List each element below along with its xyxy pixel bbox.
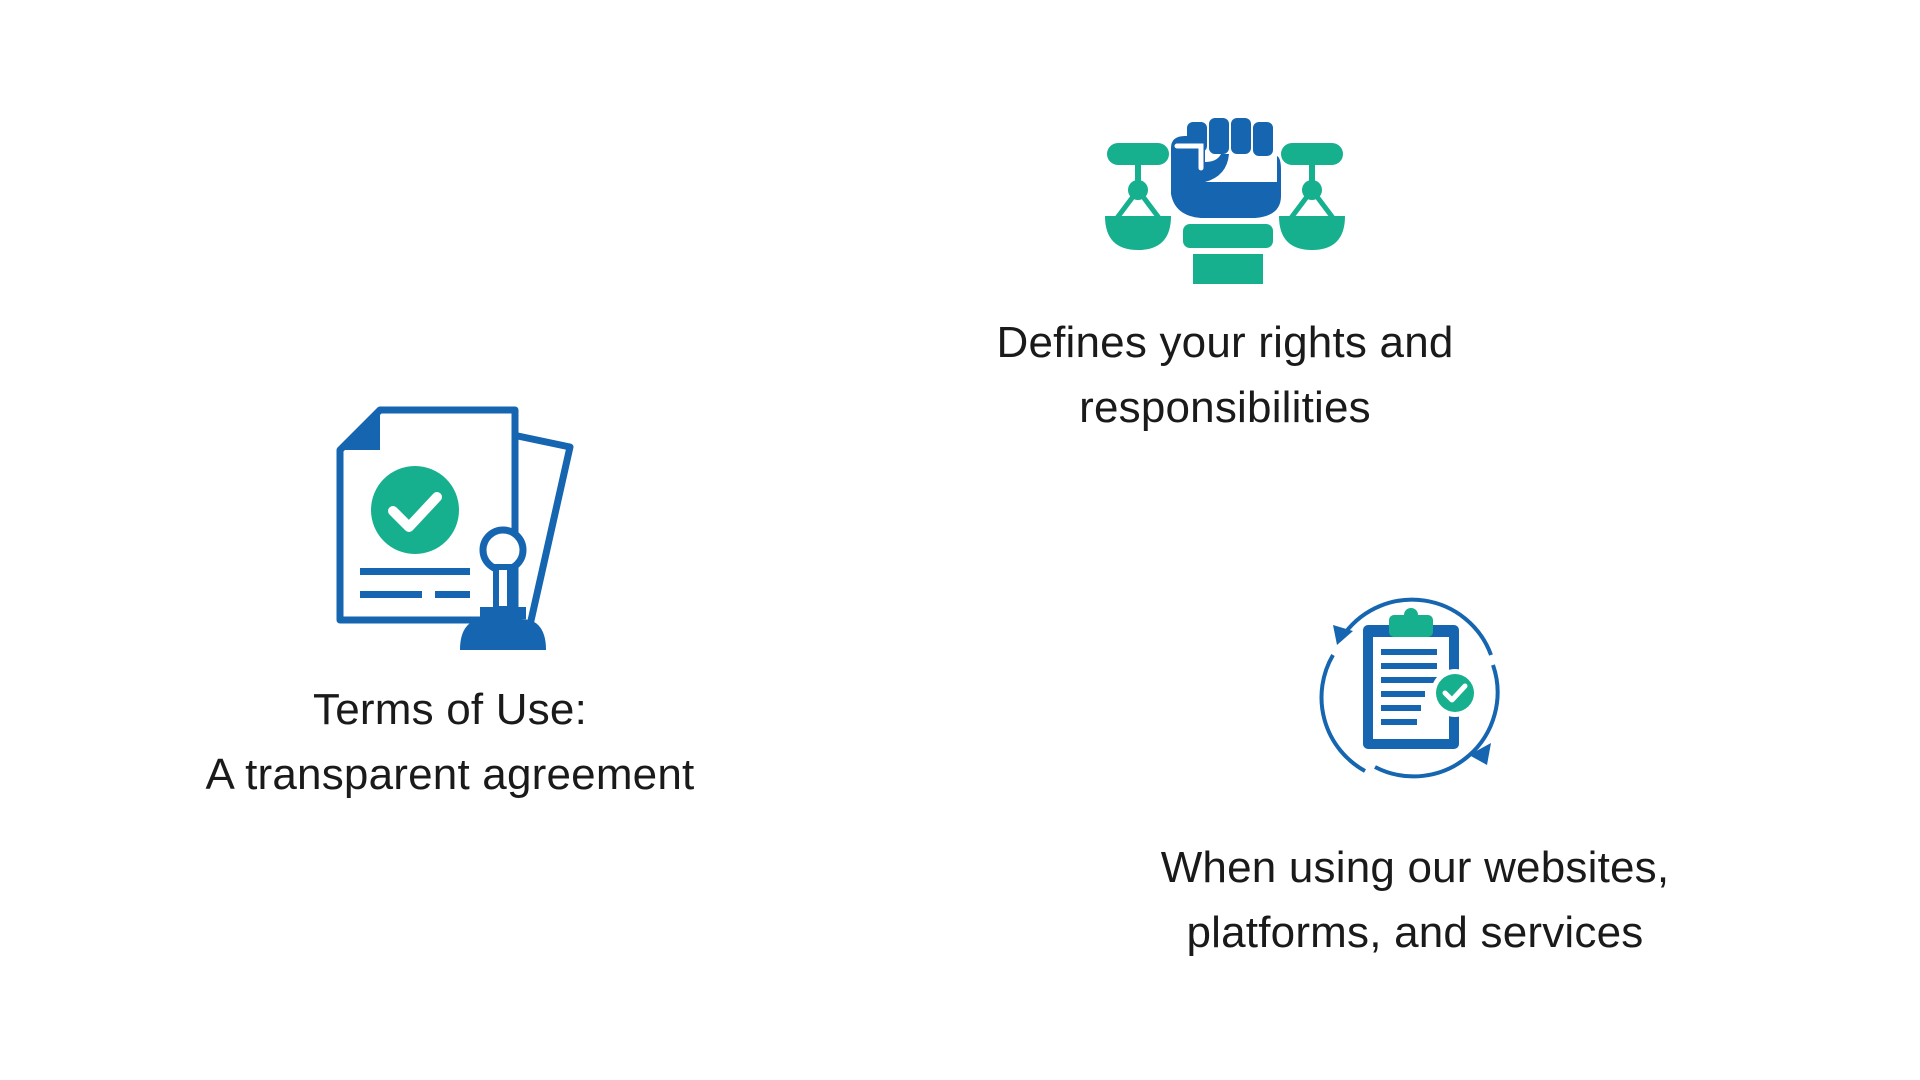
feature-rights-subtitle: responsibilities (1079, 383, 1371, 432)
clipboard-refresh-check-icon (1319, 597, 1500, 779)
feature-usage: When using our websites, platforms, and … (1140, 595, 1690, 965)
feature-terms-subtitle: A transparent agreement (205, 750, 695, 799)
feature-rights-caption: Defines your rights and responsibilities (996, 310, 1453, 440)
feature-rights: Defines your rights and responsibilities (960, 118, 1490, 440)
feature-rights-title: Defines your rights and (996, 318, 1454, 367)
feature-terms-caption: Terms of Use: A transparent agreement (206, 677, 695, 807)
feature-usage-caption: When using our websites, platforms, and … (1161, 835, 1670, 965)
feature-terms-of-use: Terms of Use: A transparent agreement (185, 405, 715, 807)
fist-scales-justice-icon (1105, 118, 1345, 284)
feature-usage-title: When using our websites, (1160, 843, 1670, 892)
document-stamp-check-icon (336, 406, 574, 650)
feature-usage-subtitle: platforms, and services (1186, 908, 1644, 957)
feature-terms-title: Terms of Use: (313, 685, 587, 734)
